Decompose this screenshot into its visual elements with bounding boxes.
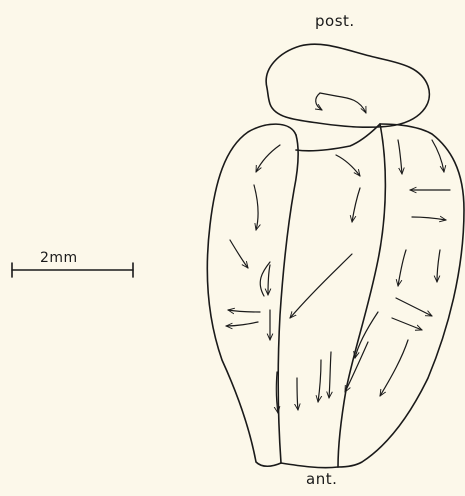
middle-column-bottom xyxy=(281,463,338,468)
anterior-label: ant. xyxy=(306,470,337,488)
flow-arrow-13 xyxy=(352,188,360,222)
flow-arrow-17 xyxy=(329,352,331,398)
flow-arrow-23 xyxy=(398,250,406,286)
flow-arrow-26 xyxy=(355,312,378,358)
scale-bar-label: 2mm xyxy=(40,250,78,266)
flow-arrow-19 xyxy=(432,140,444,172)
flow-arrow-24 xyxy=(396,298,432,316)
flow-arrow-16 xyxy=(318,360,321,402)
flow-arrow-1 xyxy=(316,93,322,110)
left-column-outline xyxy=(207,124,296,466)
flow-arrow-4 xyxy=(254,185,258,230)
flow-arrow-22 xyxy=(437,250,440,282)
left-column-inner-edge xyxy=(278,135,298,463)
posterior-lobe-outline xyxy=(266,44,429,127)
flow-arrow-15 xyxy=(297,378,298,410)
flow-arrow-18 xyxy=(398,140,402,174)
flow-arrow-2 xyxy=(336,96,366,113)
flow-arrow-9 xyxy=(226,322,258,326)
flow-arrow-21 xyxy=(412,217,446,220)
flow-arrow-5 xyxy=(230,240,248,268)
flow-arrow-28 xyxy=(380,340,408,396)
flow-arrow-12 xyxy=(336,155,360,176)
middle-column-right-edge xyxy=(338,124,385,467)
flow-arrow-7 xyxy=(268,265,270,295)
flow-arrow-3 xyxy=(256,145,280,172)
flow-arrow-2b xyxy=(320,93,336,96)
posterior-label: post. xyxy=(315,12,355,30)
flow-arrow-8 xyxy=(228,310,260,312)
right-column-outline xyxy=(338,124,464,467)
flow-arrow-25 xyxy=(392,318,422,330)
flow-arrow-14 xyxy=(290,254,352,318)
middle-column-left-edge xyxy=(296,124,380,151)
